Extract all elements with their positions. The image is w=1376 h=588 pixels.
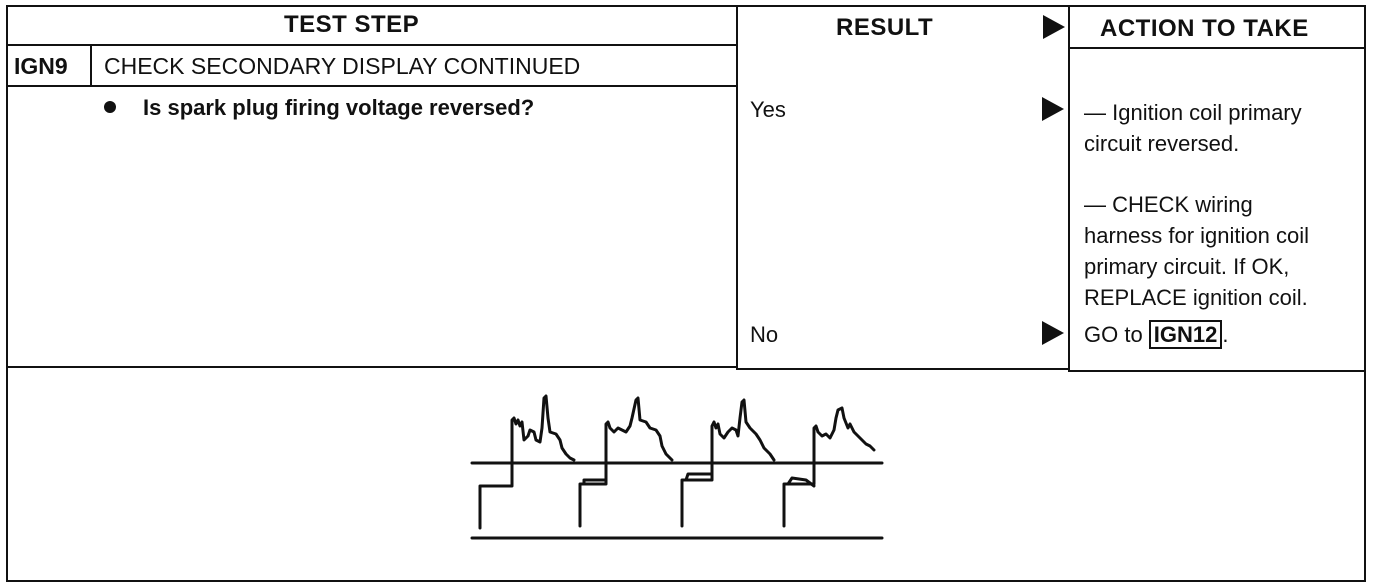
header-test-step: TEST STEP [284, 11, 420, 38]
header-arrow-icon [1043, 15, 1065, 39]
header-result: RESULT [836, 14, 934, 41]
yes-action: — Ignition coil primary circuit reversed… [1084, 97, 1309, 313]
yes-action-line: REPLACE ignition coil. [1084, 285, 1308, 310]
border-top [6, 5, 1366, 7]
border-left [6, 5, 8, 582]
table-bottom-right [1068, 370, 1366, 372]
yes-action-line: primary circuit. If OK, [1084, 254, 1290, 279]
no-action-suffix: . [1222, 322, 1229, 347]
header-divider-left [6, 44, 737, 46]
header-action: ACTION TO TAKE [1100, 15, 1309, 42]
question-text: Is spark plug firing voltage reversed? [143, 95, 535, 120]
header-divider-right [1068, 47, 1366, 49]
step-id: IGN9 [14, 53, 68, 79]
no-arrow-icon [1042, 321, 1064, 345]
bullet-icon [104, 101, 116, 113]
column-divider-action [1068, 5, 1070, 369]
step-title: CHECK SECONDARY DISPLAY CONTINUED [104, 53, 581, 79]
yes-arrow-icon [1042, 97, 1064, 121]
yes-action-line: harness for ignition coil [1084, 223, 1310, 248]
border-right [1364, 5, 1366, 582]
yes-action-line: — CHECK wiring [1084, 192, 1253, 217]
yes-action-line [1084, 159, 1309, 189]
ign12-reference-link[interactable]: IGN12 [1148, 320, 1223, 349]
border-bottom [6, 580, 1366, 582]
yes-action-line: circuit reversed. [1084, 131, 1240, 156]
no-action-prefix: GO to [1084, 322, 1149, 347]
result-no: No [750, 322, 779, 347]
no-action: GO to IGN12. [1084, 320, 1229, 349]
table-bottom-left [6, 366, 738, 368]
table-bottom-mid [736, 368, 1070, 370]
step-id-divider [90, 44, 92, 86]
oscilloscope-waveform-icon [470, 394, 884, 540]
result-yes: Yes [750, 97, 786, 122]
yes-action-line: — Ignition coil primary [1084, 100, 1302, 125]
step-row-divider [6, 85, 737, 87]
column-divider-result [736, 5, 738, 369]
